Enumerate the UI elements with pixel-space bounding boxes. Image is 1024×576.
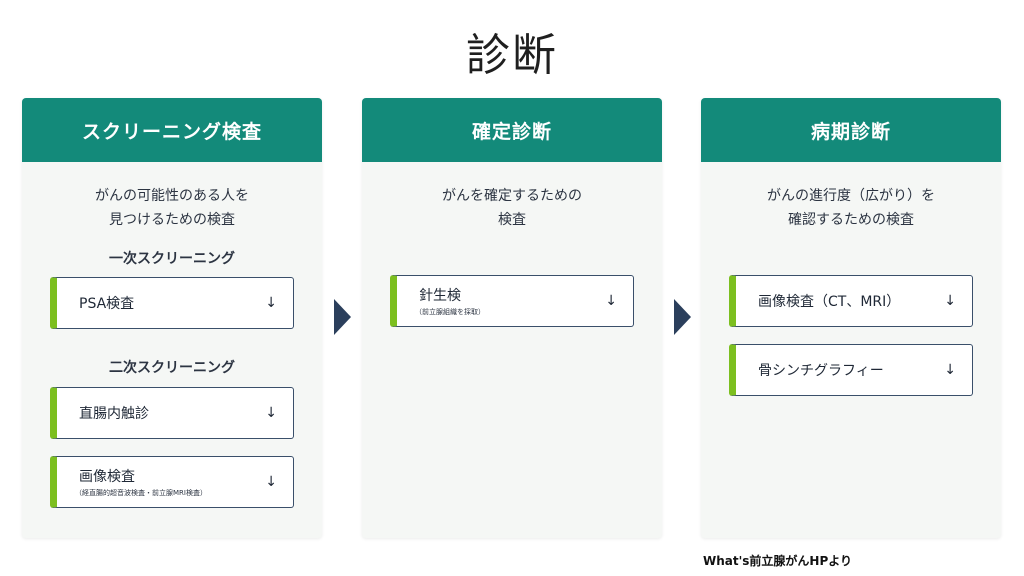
panel-description: がんの進行度（広がり）を 確認するための検査: [701, 184, 1001, 232]
item-sublabel: （経直腸的超音波検査・前立腺MRI検査）: [75, 489, 207, 497]
section-label-primary: 一次スクリーニング: [109, 251, 235, 267]
item-label: 画像検査: [79, 469, 135, 485]
test-item-needle-biopsy[interactable]: 針生検 （前立腺組織を採取） ↓: [390, 275, 634, 327]
arrow-down-icon[interactable]: ↓: [265, 405, 277, 421]
item-sublabel: （前立腺組織を採取）: [415, 308, 485, 316]
panel-header: スクリーニング検査: [22, 98, 322, 162]
source-credit: What's前立腺がんHPより: [703, 554, 853, 568]
description-line: がんを確定するための: [442, 188, 582, 204]
arrow-down-icon[interactable]: ↓: [265, 295, 277, 311]
item-label: 画像検査（CT、MRI）: [758, 294, 901, 310]
chevron-right-icon: [674, 299, 691, 335]
panel-description: がんの可能性のある人を 見つけるための検査: [22, 184, 322, 232]
arrow-down-icon[interactable]: ↓: [944, 362, 956, 378]
item-label: 直腸内触診: [79, 406, 149, 422]
section-label-secondary: 二次スクリーニング: [109, 360, 235, 376]
panel-staging: 病期診断 がんの進行度（広がり）を 確認するための検査 画像検査（CT、MRI）…: [701, 98, 1001, 538]
item-label: 骨シンチグラフィー: [758, 363, 884, 379]
item-label: PSA検査: [79, 296, 135, 312]
panel-definitive-diagnosis: 確定診断 がんを確定するための 検査 針生検 （前立腺組織を採取） ↓: [362, 98, 662, 538]
test-item-bone-scintigraphy[interactable]: 骨シンチグラフィー ↓: [729, 344, 973, 396]
test-item-psa[interactable]: PSA検査 ↓: [50, 277, 294, 329]
panel-header: 確定診断: [362, 98, 662, 162]
arrow-down-icon[interactable]: ↓: [265, 474, 277, 490]
arrow-down-icon[interactable]: ↓: [944, 293, 956, 309]
panel-header: 病期診断: [701, 98, 1001, 162]
test-item-imaging[interactable]: 画像検査 （経直腸的超音波検査・前立腺MRI検査） ↓: [50, 456, 294, 508]
page-title: 診断: [466, 30, 558, 81]
arrow-down-icon[interactable]: ↓: [605, 293, 617, 309]
item-label: 針生検: [419, 288, 461, 304]
description-line: がんの進行度（広がり）を: [767, 188, 935, 204]
test-item-imaging-ct-mri[interactable]: 画像検査（CT、MRI） ↓: [729, 275, 973, 327]
description-line: 確認するための検査: [788, 212, 914, 228]
description-line: 見つけるための検査: [109, 212, 235, 228]
test-item-digital-rectal-exam[interactable]: 直腸内触診 ↓: [50, 387, 294, 439]
panel-description: がんを確定するための 検査: [362, 184, 662, 232]
description-line: がんの可能性のある人を: [95, 188, 249, 204]
panel-screening: スクリーニング検査 がんの可能性のある人を 見つけるための検査 一次スクリーニン…: [22, 98, 322, 538]
chevron-right-icon: [334, 299, 351, 335]
description-line: 検査: [498, 212, 526, 228]
